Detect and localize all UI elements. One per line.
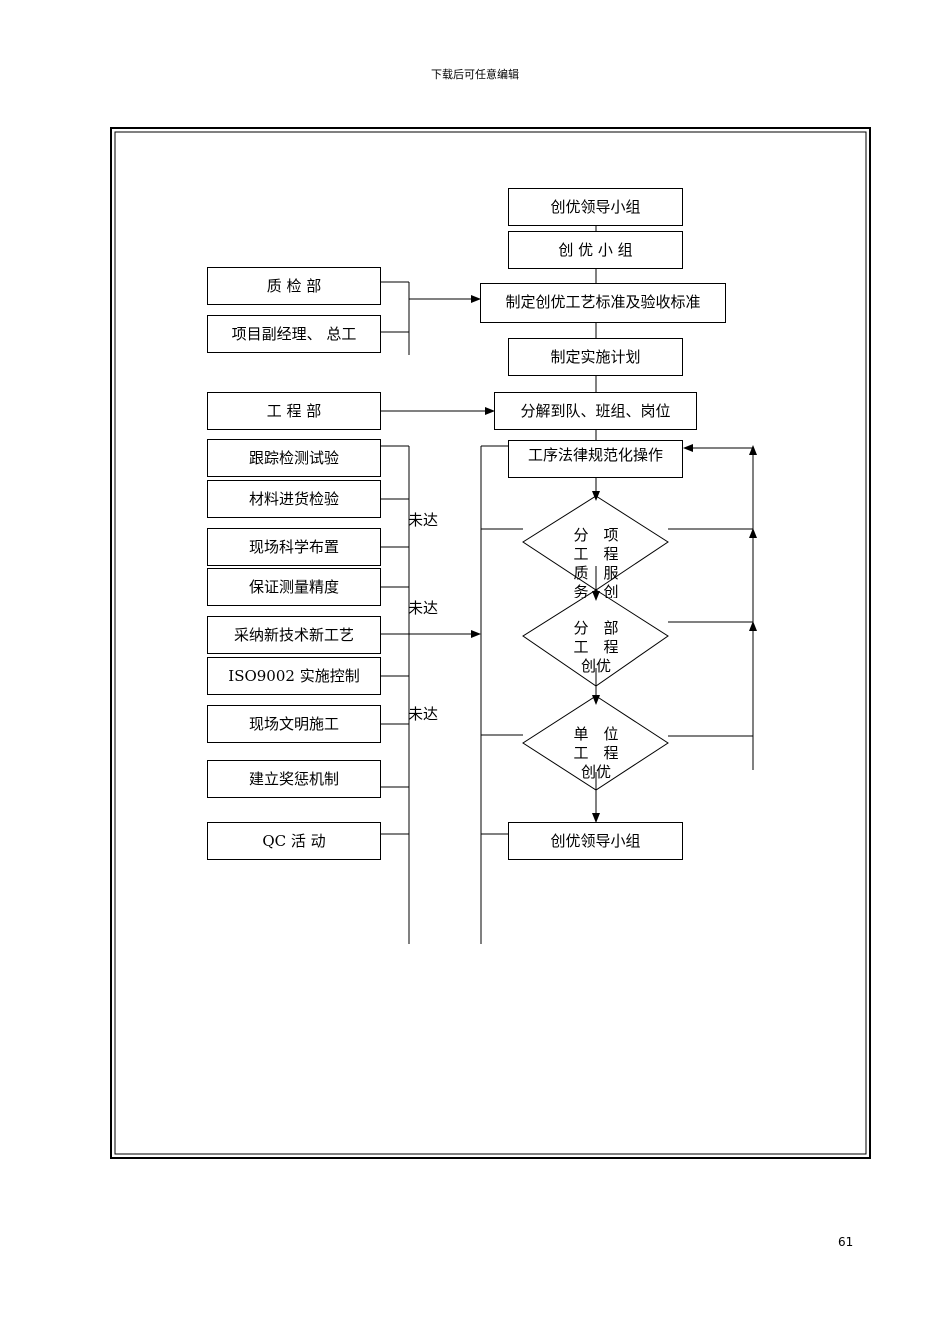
decompose-box: 分解到队、班组、岗位: [494, 392, 697, 430]
not-reached-label-3: 未达: [408, 705, 439, 723]
not-reached-label-1: 未达: [408, 511, 439, 529]
group-box: 创 优 小 组: [508, 231, 683, 269]
engineering-dept-box: 工 程 部: [207, 392, 381, 430]
new-tech-box: 采纳新技术新工艺: [207, 616, 381, 654]
diamond-1-text: 分 项 工 程 质 服 务 创: [573, 526, 619, 598]
quality-dept-box: 质 检 部: [207, 267, 381, 305]
reward-mechanism-box: 建立奖惩机制: [207, 760, 381, 798]
iso-control-box: ISO9002 实施控制: [207, 657, 381, 695]
civilized-construction-box: 现场文明施工: [207, 705, 381, 743]
not-reached-label-2: 未达: [408, 599, 439, 617]
diamond-2-shape: [522, 589, 669, 687]
qc-activity-box: QC 活 动: [207, 822, 381, 860]
diamond-3-text: 单 位 工 程 创优: [573, 725, 619, 781]
lead-group-top-box: 创优领导小组: [508, 188, 683, 226]
frame-outer: [110, 127, 871, 1159]
site-layout-box: 现场科学布置: [207, 528, 381, 566]
material-inspection-box: 材料进货检验: [207, 480, 381, 518]
plan-box: 制定实施计划: [508, 338, 683, 376]
measurement-precision-box: 保证测量精度: [207, 568, 381, 606]
diamond-3-shape: [522, 695, 669, 791]
standard-box: 制定创优工艺标准及验收标准: [480, 283, 726, 323]
lead-group-bottom-box: 创优领导小组: [508, 822, 683, 860]
frame-inner: [114, 131, 867, 1155]
page-header: 下载后可任意编辑: [431, 68, 519, 81]
tracking-test-box: 跟踪检测试验: [207, 439, 381, 477]
deputy-manager-box: 项目副经理、 总工: [207, 315, 381, 353]
page-number: 61: [838, 1235, 854, 1249]
diamond-2-text: 分 部 工 程 创优: [573, 619, 619, 675]
procedure-box: 工序法律规范化操作: [508, 440, 683, 478]
